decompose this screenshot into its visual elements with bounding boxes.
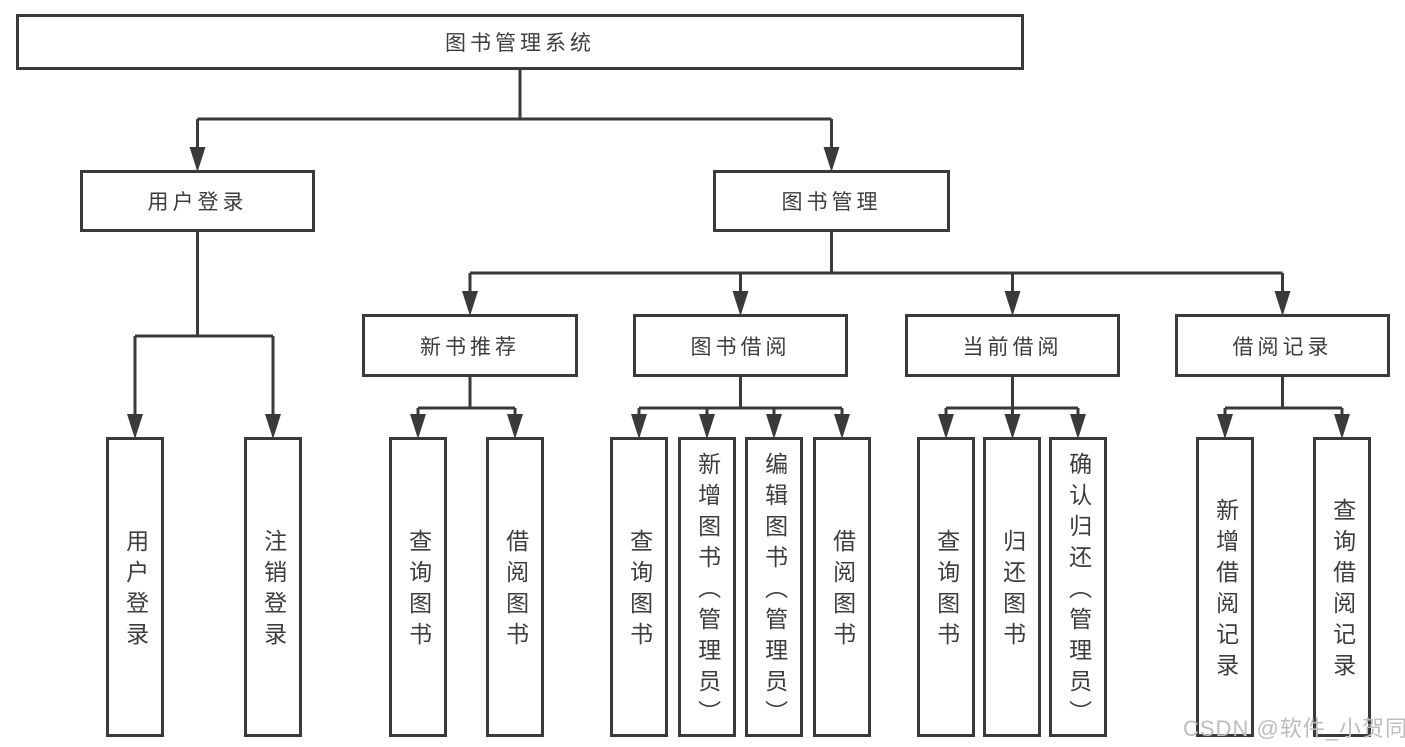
leaf-add-borrow-record: 新增借阅记录 (1196, 437, 1254, 737)
node-current-borrowing: 当前借阅 (905, 314, 1120, 377)
leaf-return-books: 归还图书 (983, 437, 1041, 737)
node-user-login: 用户登录 (80, 170, 315, 232)
connector-book-management-children (462, 232, 1291, 316)
watermark: CSDN @软件_小贺同学 (1183, 716, 1405, 741)
node-borrowing-records: 借阅记录 (1175, 314, 1390, 377)
node-book-management: 图书管理 (713, 170, 950, 232)
leaf-edit-books-admin: 编辑图书（管理员） (745, 437, 803, 737)
leaf-query-borrow-record: 查询借阅记录 (1313, 437, 1371, 737)
leaf-query-books-recommend: 查询图书 (389, 437, 447, 737)
connector-borrow-record-children (1217, 377, 1350, 439)
connector-root-to-level2 (189, 70, 840, 172)
leaf-query-books-current: 查询图书 (917, 437, 975, 737)
connector-new-book-recommend-children (410, 377, 523, 439)
leaf-borrow-books-borrowing: 借阅图书 (813, 437, 871, 737)
connector-user-login-children (127, 232, 281, 439)
node-library-management-system: 图书管理系统 (16, 14, 1024, 70)
leaf-user-login: 用户登录 (106, 437, 164, 737)
leaf-query-books-borrowing: 查询图书 (610, 437, 668, 737)
node-book-borrowing: 图书借阅 (633, 314, 848, 377)
connector-book-borrow-children (631, 377, 850, 439)
node-new-book-recommend: 新书推荐 (362, 314, 578, 377)
connector-current-borrow-children (938, 377, 1086, 439)
leaf-borrow-books-recommend: 借阅图书 (486, 437, 544, 737)
leaf-logout-login: 注销登录 (244, 437, 302, 737)
leaf-confirm-return-admin: 确认归还（管理员） (1049, 437, 1107, 737)
leaf-add-books-admin: 新增图书（管理员） (678, 437, 736, 737)
